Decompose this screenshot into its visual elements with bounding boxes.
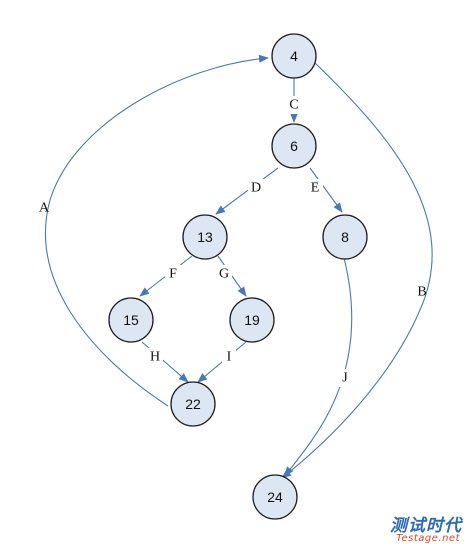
node-label: 15	[123, 312, 139, 328]
node-8: 8	[322, 214, 368, 260]
edge-label-j: J	[342, 371, 348, 386]
edge-label-g: G	[219, 267, 229, 282]
edge-label-f: F	[169, 267, 177, 282]
edge-label-d: D	[251, 181, 261, 196]
edge-label-a: A	[39, 201, 50, 216]
edge-b	[281, 61, 433, 479]
site-watermark: 测试时代 Testage.net	[378, 511, 462, 551]
node-label: 19	[244, 312, 260, 328]
node-label: 8	[341, 229, 349, 245]
edge-label-h: H	[150, 350, 160, 365]
watermark-logo-text: 测试时代	[390, 516, 462, 536]
edge-j	[284, 257, 353, 477]
node-6: 6	[271, 123, 317, 169]
node-19: 19	[229, 297, 275, 343]
nodes: 4 6 13 8 15 19 22 24	[108, 33, 368, 520]
node-label: 6	[290, 138, 298, 154]
node-label: 13	[197, 229, 213, 245]
node-24: 24	[252, 474, 298, 520]
node-label: 22	[185, 396, 201, 412]
edge-e	[309, 167, 343, 213]
edge-a	[45, 54, 269, 407]
edges	[45, 54, 433, 479]
watermark-url: Testage.net	[396, 533, 460, 544]
edge-d	[215, 167, 279, 215]
edge-labels: A B C D E F G H I J	[39, 96, 427, 387]
edge-label-e: E	[311, 181, 320, 196]
node-label: 24	[267, 489, 283, 505]
node-13: 13	[182, 214, 228, 260]
edge-label-b: B	[417, 285, 426, 300]
node-15: 15	[108, 297, 154, 343]
edge-label-c: C	[289, 98, 298, 113]
node-4: 4	[271, 33, 317, 79]
node-label: 4	[290, 48, 298, 64]
node-22: 22	[170, 381, 216, 427]
edge-label-i: I	[227, 350, 232, 365]
